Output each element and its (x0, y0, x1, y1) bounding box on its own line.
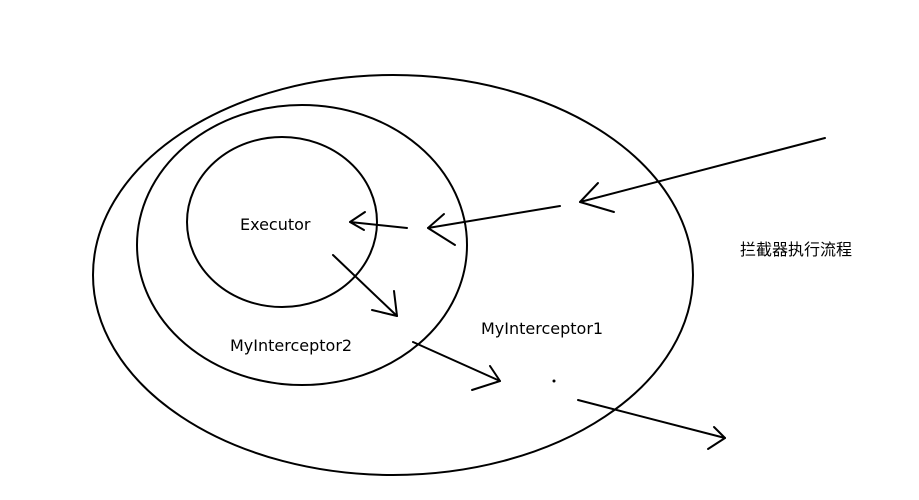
inner-interceptor-ring (136, 104, 468, 386)
arrow-out-executor (332, 254, 398, 317)
arrow-out-outer (577, 399, 726, 450)
executor-label: Executor (240, 215, 311, 234)
interceptor-outer-label: MyInterceptor1 (481, 319, 603, 338)
arrow-in-executor (349, 211, 408, 231)
arrow-in-inner (427, 205, 561, 246)
executor-ring (186, 136, 378, 308)
arrow-out-inner (412, 341, 501, 391)
outer-interceptor-ring (92, 74, 694, 476)
diagram-title: 拦截器执行流程 (740, 240, 852, 259)
arrow-in-outer (579, 137, 826, 213)
dot-mark (552, 379, 556, 383)
interceptor-inner-label: MyInterceptor2 (230, 336, 352, 355)
